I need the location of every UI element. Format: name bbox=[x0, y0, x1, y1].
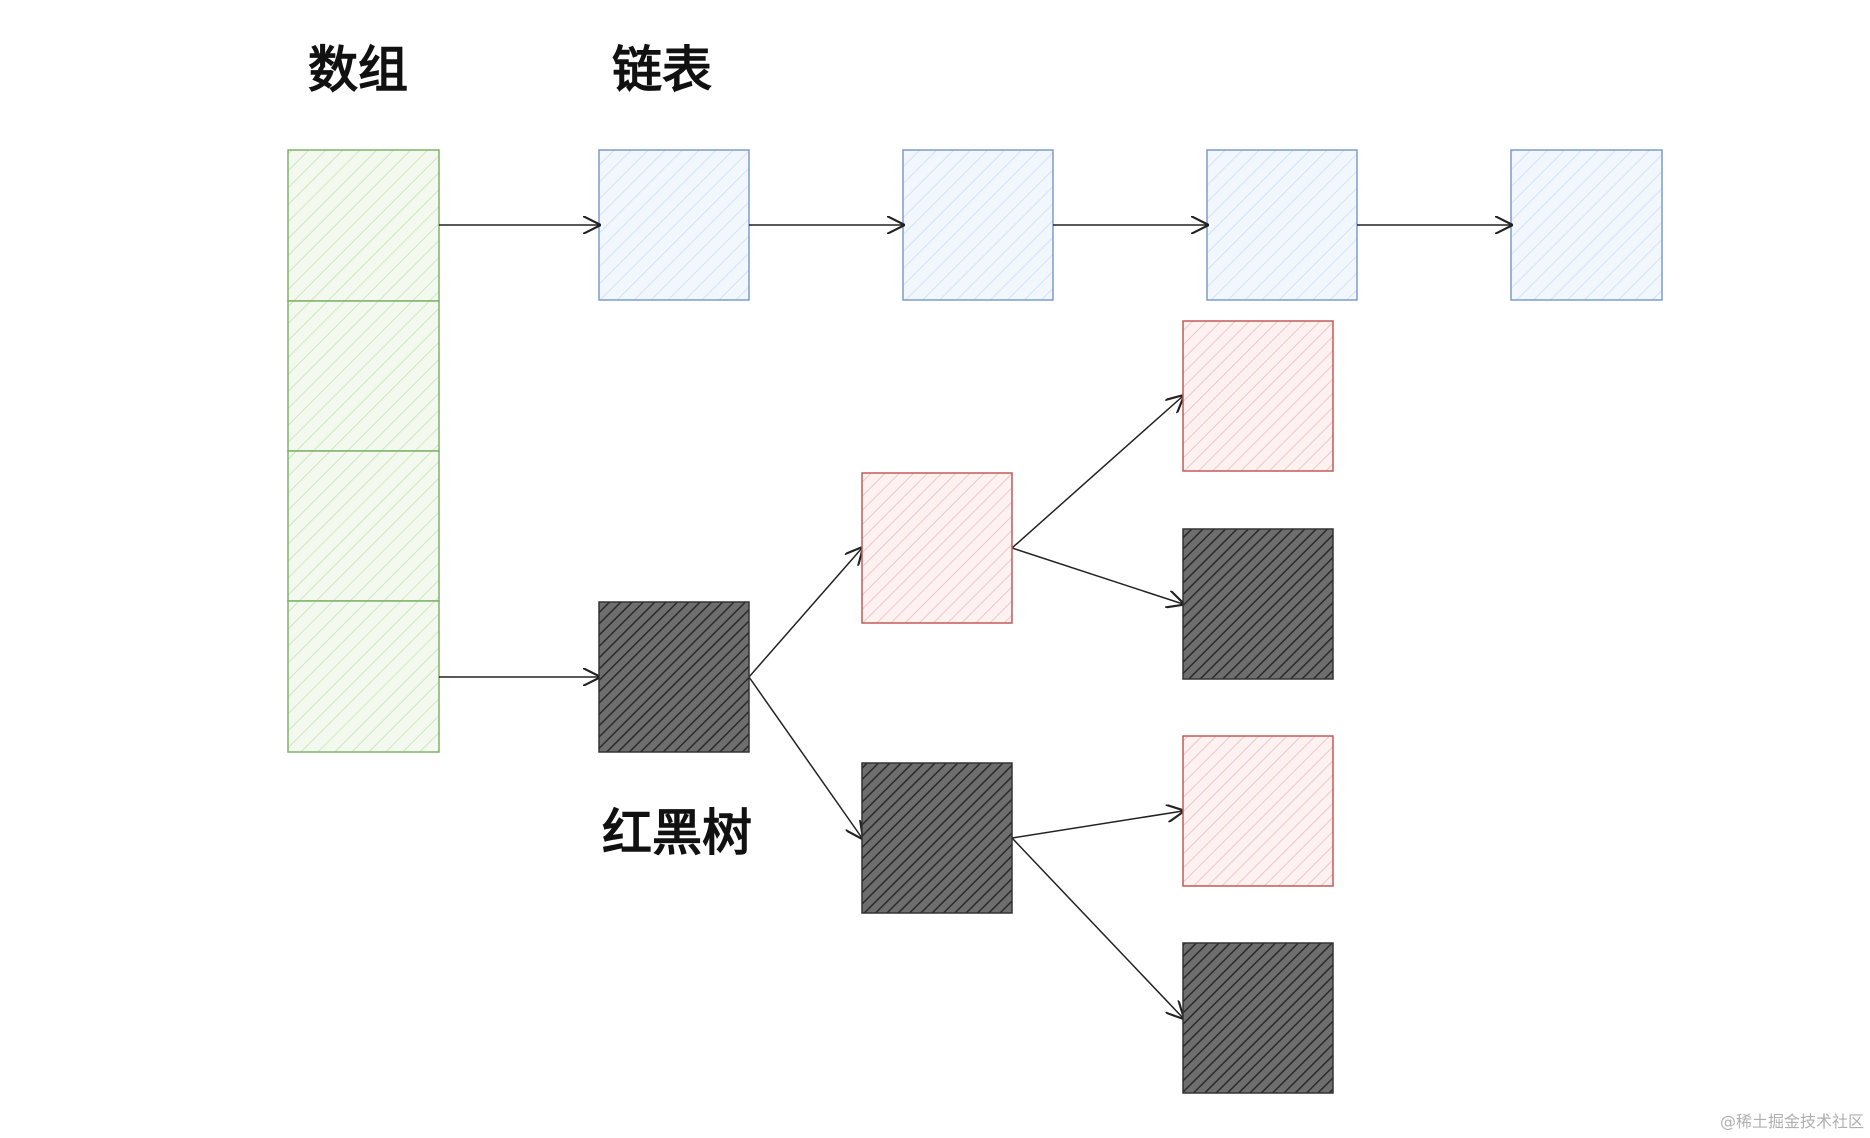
tree-node-ll bbox=[1182, 320, 1334, 472]
label-red-black-tree: 红黑树 bbox=[602, 804, 752, 862]
label-linked-list: 链表 bbox=[612, 41, 712, 99]
array-column bbox=[287, 149, 440, 753]
tree-node-rl bbox=[1182, 735, 1334, 887]
list-node-1 bbox=[598, 149, 750, 301]
array-cell-4 bbox=[287, 600, 440, 753]
tree-edge-l1-ll bbox=[1011, 396, 1183, 549]
tree-edge-l1-lr bbox=[1011, 547, 1183, 604]
array-cell-2 bbox=[287, 300, 440, 452]
tree-edge-l2-rl bbox=[1011, 811, 1183, 839]
watermark: @稀土掘金技术社区 bbox=[1719, 1112, 1864, 1131]
tree-node-lr bbox=[1182, 528, 1334, 680]
tree-node-l1 bbox=[861, 472, 1013, 624]
list-node-4 bbox=[1510, 149, 1663, 301]
tree-node-l2 bbox=[861, 762, 1013, 914]
array-cell-3 bbox=[287, 450, 440, 602]
tree-node-root bbox=[598, 601, 750, 753]
tree-edge-root-l2 bbox=[748, 676, 862, 838]
list-node-3 bbox=[1206, 149, 1358, 301]
tree-edge-l2-rr bbox=[1011, 837, 1183, 1018]
array-cell-1 bbox=[287, 149, 440, 302]
tree-edge-root-l1 bbox=[748, 548, 862, 678]
label-array: 数组 bbox=[308, 41, 408, 99]
linked-list bbox=[439, 149, 1663, 301]
red-black-tree bbox=[439, 320, 1334, 1094]
list-node-2 bbox=[902, 149, 1054, 301]
tree-node-rr bbox=[1182, 942, 1334, 1094]
